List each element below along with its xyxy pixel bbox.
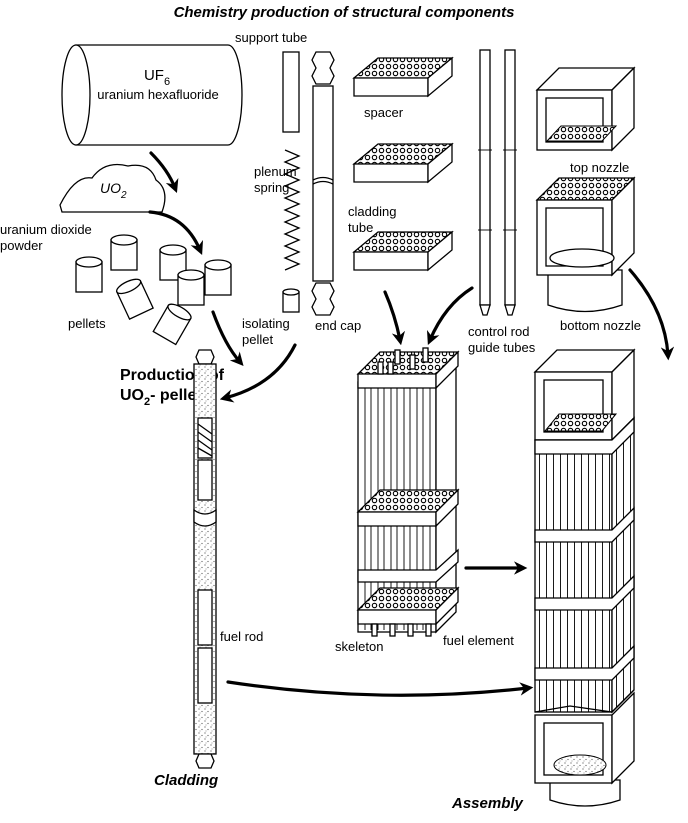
arrow-rod-to-assembly — [226, 680, 534, 697]
support-tube — [282, 51, 300, 133]
diagram-title: Chemistry production of structural compo… — [174, 4, 515, 21]
spacer-grid — [352, 56, 454, 98]
spacer-grid — [352, 142, 454, 184]
pellets-group — [75, 234, 232, 346]
uranium-dioxide-label-line2: powder — [0, 238, 43, 253]
isolating-pellet — [282, 288, 300, 313]
isolating-pellet-label-line2: pellet — [242, 332, 273, 347]
plenum-spring-label-line1: plenum — [254, 164, 297, 179]
pellet — [177, 269, 205, 306]
skeleton-label: skeleton — [335, 639, 383, 654]
assembly-footer-label: Assembly — [451, 795, 524, 812]
control-rod-guide-tubes-label-line1: control rod — [468, 324, 529, 339]
arrow-guides-to-skeleton — [427, 286, 474, 345]
cladding-footer-label: Cladding — [154, 772, 218, 789]
arrow-spacer-to-skeleton — [383, 290, 406, 346]
arrow-isolating-to-rod — [219, 343, 297, 403]
fuel-rod-label: fuel rod — [220, 629, 263, 644]
cladding-tube — [311, 51, 335, 316]
arrow-bottom-nozzle-to-assembly — [628, 268, 675, 361]
uo2-label: UO2 — [100, 180, 127, 201]
plenum-spring — [283, 149, 301, 271]
pellet — [152, 303, 192, 346]
skeleton — [356, 347, 460, 637]
top-nozzle-label: top nozzle — [570, 160, 629, 175]
uf6-label: UF6 — [144, 67, 170, 88]
plenum-spring-label-line2: spring — [254, 180, 289, 195]
support-tube-label: support tube — [235, 30, 307, 45]
spacer-label: spacer — [364, 105, 404, 120]
top-nozzle — [535, 66, 636, 152]
uranium-hexafluoride-label: uranium hexafluoride — [97, 87, 218, 102]
uf6-cylinder — [61, 44, 243, 146]
bottom-nozzle — [535, 176, 636, 313]
control-rod-guide-tubes — [478, 49, 517, 316]
pellets-label: pellets — [68, 316, 106, 331]
spacer-grid — [352, 230, 454, 272]
fuel-rod — [193, 349, 217, 769]
uo2-powder-heap — [59, 163, 166, 213]
end-cap-label: end cap — [315, 318, 361, 333]
pellet — [204, 259, 232, 296]
pellet — [75, 256, 103, 293]
cladding-tube-label-line2: tube — [348, 220, 373, 235]
arrow-uo2-to-pellets — [148, 210, 203, 255]
control-rod-guide-tubes-label-line2: guide tubes — [468, 340, 536, 355]
isolating-pellet-label-line1: isolating — [242, 316, 290, 331]
uranium-dioxide-label-line1: uranium dioxide — [0, 222, 92, 237]
fuel-assembly — [533, 348, 636, 807]
arrow-uf6-to-uo2 — [149, 151, 179, 194]
pellet — [110, 234, 138, 271]
bottom-nozzle-label: bottom nozzle — [560, 318, 641, 333]
fuel-element-label: fuel element — [443, 633, 514, 648]
pellet — [116, 278, 154, 320]
cladding-tube-label-line1: cladding — [348, 204, 396, 219]
arrow-pellets-to-rod — [211, 310, 244, 367]
